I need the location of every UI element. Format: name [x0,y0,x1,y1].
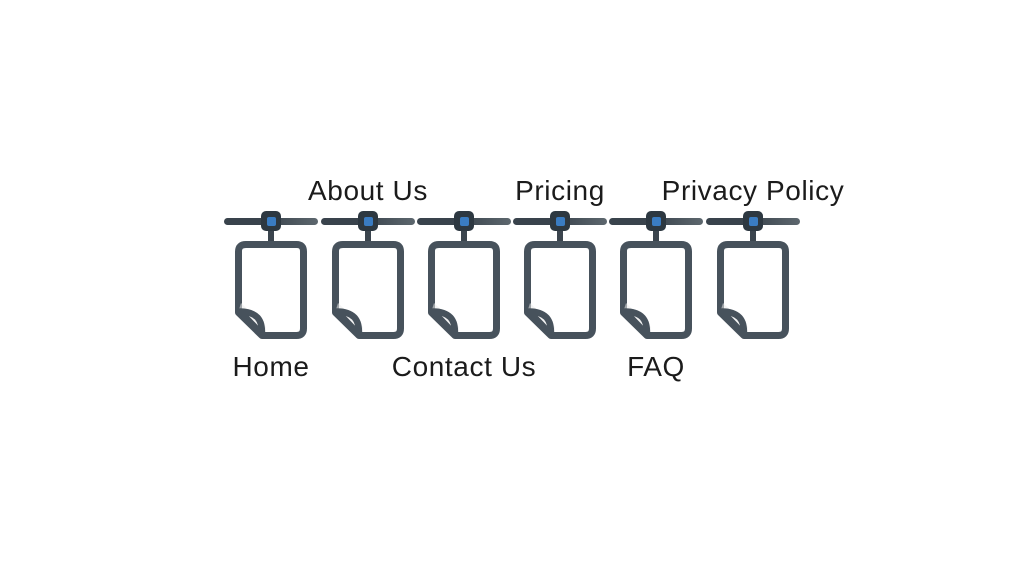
sitemap-node-about-us: About Us [308,170,427,390]
connector-accent [266,216,276,226]
sitemap-node-contact-us: Contact Us [392,170,536,390]
page-label: Home [232,351,310,382]
connector-stem [461,228,467,244]
connector-stem [557,228,563,244]
connector-stem [365,228,371,244]
page-icon [524,241,596,339]
connector-accent [748,216,758,226]
page-label: Pricing [515,175,605,206]
connector-accent [459,216,469,226]
rail-connector [261,211,281,231]
page-icon [717,241,789,339]
page-label: Privacy Policy [661,175,845,206]
page-label: FAQ [627,351,685,382]
connector-stem [268,228,274,244]
rail-connector [743,211,763,231]
connector-stem [750,228,756,244]
page-label: About Us [308,175,428,206]
rail-connector [358,211,378,231]
sitemap-node-home: Home [223,170,319,390]
rail-connector [550,211,570,231]
connector-stem [653,228,659,244]
sitemap-node-pricing: Pricing [512,170,608,390]
page-icon [428,241,500,339]
page-icon [620,241,692,339]
rail-connector [454,211,474,231]
sitemap-node-faq: FAQ [608,170,704,390]
connector-accent [651,216,661,226]
connector-accent [363,216,373,226]
page-icon [235,241,307,339]
sitemap-node-privacy-policy: Privacy Policy [662,170,844,390]
page-icon [332,241,404,339]
page-label: Contact Us [391,351,537,382]
rail-connector [646,211,666,231]
connector-accent [555,216,565,226]
